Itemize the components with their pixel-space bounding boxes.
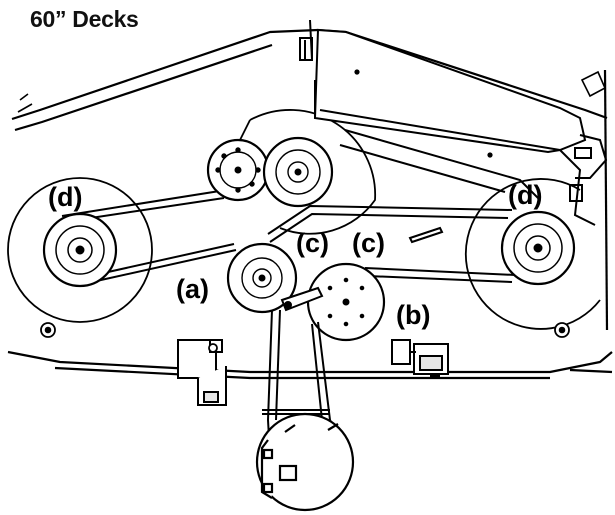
label-d-left: (d) bbox=[48, 182, 82, 212]
pulley-upper-idler bbox=[206, 138, 270, 202]
pulley-center-mandrel bbox=[262, 136, 334, 208]
diagram-title: 60” Decks bbox=[30, 6, 139, 32]
label-b: (b) bbox=[396, 300, 430, 330]
label-a: (a) bbox=[176, 274, 209, 304]
mandrel-shrouds bbox=[7, 109, 601, 330]
label-c-first: (c) bbox=[296, 228, 329, 258]
belt-guard bbox=[299, 19, 608, 244]
pulley-a bbox=[226, 242, 298, 314]
label-c-second: (c) bbox=[352, 228, 385, 258]
engine-clutch bbox=[255, 412, 355, 512]
mount-bolts bbox=[40, 322, 570, 353]
deck-edge-details bbox=[17, 70, 607, 113]
label-d-right: (d) bbox=[508, 180, 542, 210]
right-bracket-b bbox=[391, 339, 449, 377]
pulley-d-right bbox=[500, 210, 576, 286]
left-bracket bbox=[177, 339, 227, 406]
idler-arm bbox=[280, 286, 324, 312]
callout-labels: (d) (d) (a) (b) (c) (c) bbox=[48, 180, 542, 330]
pulley-d-left bbox=[42, 212, 118, 288]
